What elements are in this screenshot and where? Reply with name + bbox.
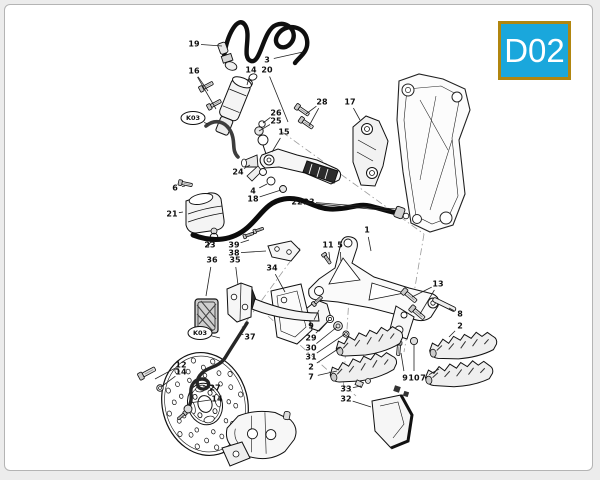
kit-label-oval — [188, 327, 212, 340]
diagram-code-label: D02 — [504, 32, 565, 69]
footpeg-pin — [432, 297, 456, 312]
footpeg-front-upper — [333, 322, 406, 363]
kit-label-K03: K03 — [193, 329, 207, 337]
callout-14: 14 — [175, 368, 187, 377]
callout-7: 7 — [308, 373, 314, 382]
callout-8: 8 — [457, 310, 463, 319]
kit-label-K03: K03 — [186, 114, 200, 122]
callout-27: 27 — [209, 384, 220, 393]
callout-3: 3 — [264, 56, 270, 65]
callout-1: 1 — [364, 226, 370, 235]
callout-21: 21 — [166, 210, 178, 219]
callout-4: 4 — [250, 187, 256, 196]
callout-35: 35 — [229, 256, 241, 265]
brake-caliper — [222, 405, 300, 466]
callout-11: 11 — [322, 241, 334, 250]
callout-5: 5 — [337, 241, 343, 250]
callout-12: 12 — [175, 361, 186, 370]
callout-14: 14 — [211, 395, 223, 404]
mud-flap — [355, 379, 412, 449]
rear-brake-line — [217, 22, 307, 63]
callout-10: 10 — [408, 374, 420, 383]
callout-9: 9 — [308, 322, 314, 331]
callout-9: 9 — [402, 374, 408, 383]
brake-pedal — [242, 149, 341, 193]
callout-16: 16 — [188, 67, 200, 76]
callout-32: 32 — [340, 395, 351, 404]
diagram-panel — [4, 4, 593, 471]
callout-18: 18 — [247, 195, 259, 204]
callout-33: 33 — [340, 385, 351, 394]
kit-label-oval — [181, 112, 205, 125]
callout-31: 31 — [305, 353, 317, 362]
caliper-hose — [176, 323, 247, 421]
callout-26: 26 — [270, 109, 282, 118]
callout-30: 30 — [305, 344, 317, 353]
callout-2: 2 — [457, 322, 463, 331]
footrest-frame-plate — [397, 74, 470, 232]
callout-23: 23 — [303, 198, 314, 207]
callout-28: 28 — [316, 98, 328, 107]
callout-38: 38 — [228, 249, 240, 258]
callout-25: 25 — [270, 117, 282, 126]
rear-master-cylinder — [197, 60, 268, 157]
fluid-reservoir — [177, 179, 224, 246]
footpeg-rear-upper — [427, 328, 500, 365]
disc-mount-bolt — [136, 364, 164, 392]
support-bracket — [227, 283, 252, 322]
callout-6: 6 — [172, 184, 178, 193]
callout-2: 2 — [308, 363, 314, 372]
callout-23: 23 — [204, 241, 215, 250]
callout-14: 14 — [245, 66, 257, 75]
callout-20: 20 — [261, 66, 273, 75]
callout-22: 22 — [291, 198, 302, 207]
callout-24: 24 — [232, 168, 244, 177]
callout-19: 19 — [188, 40, 200, 49]
footpeg-rear-lower — [423, 357, 495, 392]
callout-34: 34 — [266, 264, 278, 273]
callout-37: 37 — [244, 333, 255, 342]
callout-29: 29 — [305, 334, 317, 343]
callout-13: 13 — [432, 280, 443, 289]
callout-39: 39 — [228, 241, 240, 250]
callout-17: 17 — [344, 98, 355, 107]
diagram-code-badge[interactable]: D02 — [498, 21, 571, 80]
callout-7: 7 — [420, 374, 426, 383]
callout-36: 36 — [206, 256, 218, 265]
pedal-mount-bracket — [293, 102, 388, 186]
callout-15: 15 — [278, 128, 290, 137]
